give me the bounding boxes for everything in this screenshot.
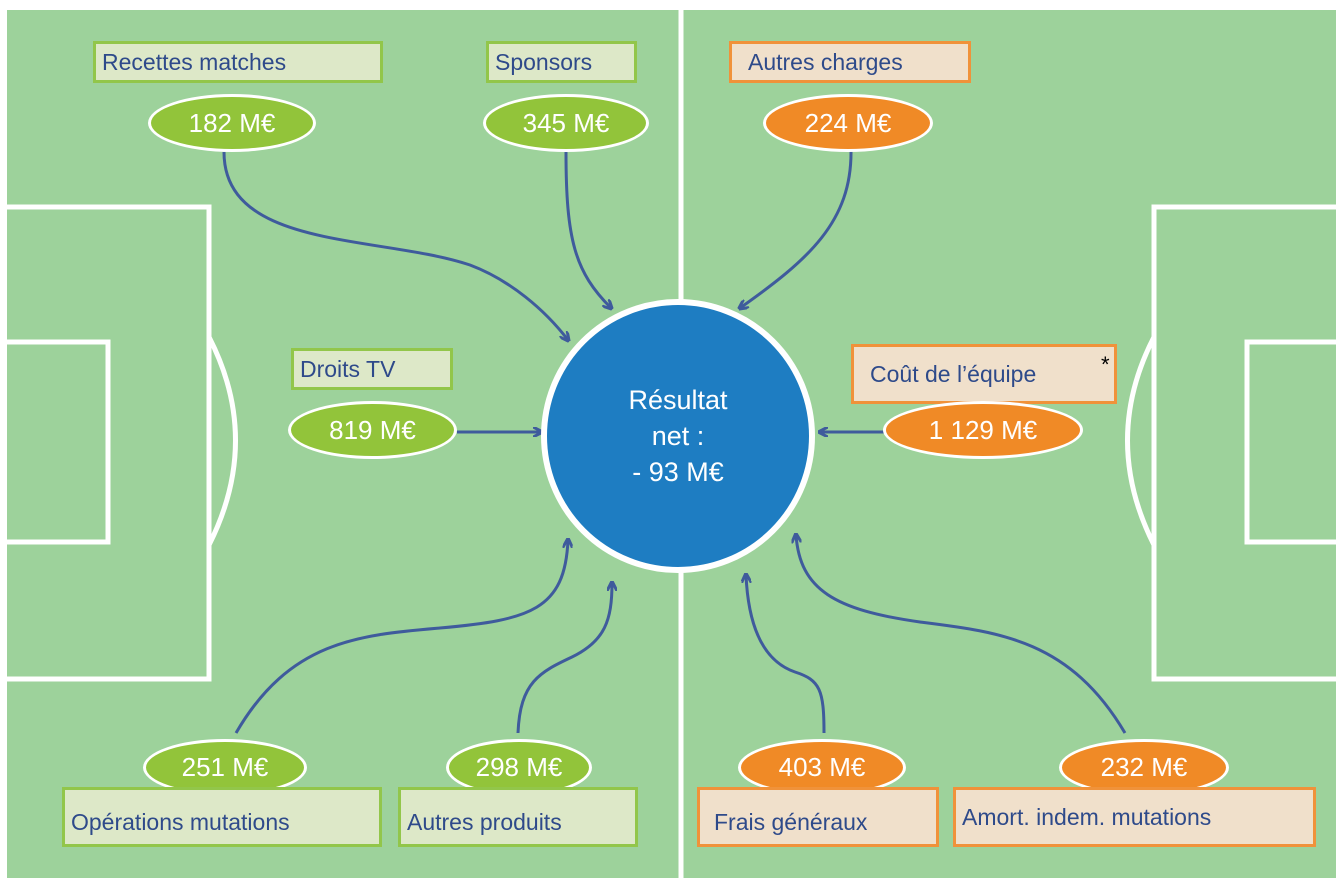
arrow-autres-charges	[740, 149, 853, 308]
left-goal-area	[7, 339, 111, 545]
arrow-autres-produits	[516, 583, 612, 734]
operations-mutations-label: Opérations mutations	[62, 787, 382, 847]
cout-equipe-value: 1 129 M€	[883, 401, 1083, 459]
cout-equipe-label: Coût de l’équipe	[851, 344, 1117, 404]
sponsors-label: Sponsors	[486, 41, 637, 83]
autres-produits-label: Autres produits	[398, 787, 638, 847]
arrow-frais-generaux	[746, 575, 826, 734]
droits-tv-label: Droits TV	[291, 348, 453, 390]
left-penalty-area	[7, 204, 212, 682]
left-penalty-arc	[206, 335, 238, 547]
sponsors-value: 345 M€	[483, 94, 649, 152]
right-goal-area	[1244, 339, 1336, 545]
net-result-line2: net :	[651, 421, 705, 451]
arrow-sponsors	[564, 151, 611, 308]
arrow-recettes-matches	[222, 151, 568, 340]
net-result-value: - 93 M€	[632, 457, 724, 487]
net-result-line1: Résultat	[628, 385, 728, 415]
arrow-amort-mutations	[796, 535, 1127, 734]
frais-generaux-label: Frais généraux	[697, 787, 939, 847]
cout-equipe-footnote: *	[1101, 352, 1110, 377]
droits-tv-value: 819 M€	[288, 401, 457, 459]
recettes-matches-label: Recettes matches	[93, 41, 383, 83]
net-result-circle: Résultat net : - 93 M€	[541, 299, 815, 573]
amort-mutations-label: Amort. indem. mutations	[953, 787, 1316, 847]
autres-charges-label: Autres charges	[729, 41, 971, 83]
autres-charges-value: 224 M€	[763, 94, 933, 152]
recettes-matches-value: 182 M€	[148, 94, 316, 152]
right-penalty-arc	[1125, 335, 1157, 547]
arrow-operations-mutations	[234, 540, 568, 734]
right-penalty-area	[1151, 204, 1336, 682]
